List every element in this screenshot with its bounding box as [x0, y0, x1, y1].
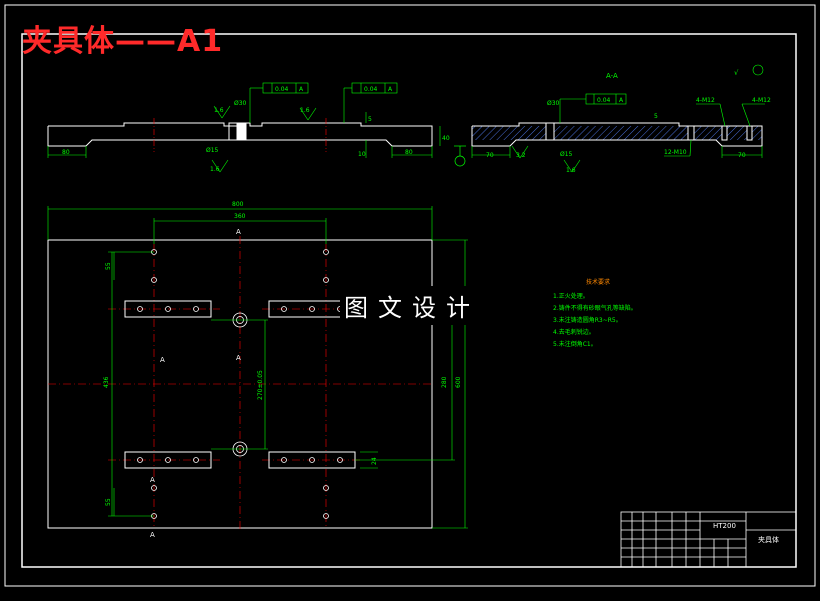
roughness-d: 3.2	[516, 152, 526, 159]
dim-bottom-offset: 55	[105, 498, 112, 506]
dim-section-left: 70	[486, 152, 494, 159]
title-block	[620, 511, 797, 568]
front-view	[47, 122, 433, 147]
roughness-a: 1.6	[214, 107, 224, 114]
dim-height-inner: 280	[441, 376, 448, 388]
note-item: 4.去毛刺锐边。	[553, 329, 595, 336]
svg-text:A: A	[150, 531, 155, 539]
dim-pin-dia: Ø15	[206, 147, 219, 154]
front-view-labels: 80 80 40 Ø30 1.6 1.6 1.6 Ø15 0.04 A 0.04…	[62, 86, 450, 173]
note-item: 3.未注铸造圆角R3~R5。	[553, 317, 622, 324]
title-block-material: HT200	[713, 522, 736, 530]
dim-section-pin: Ø15	[560, 151, 573, 158]
section-view	[471, 122, 763, 147]
dim-height-right: 600	[455, 376, 462, 388]
section-markers: A A A A A	[150, 228, 241, 539]
notes-header: 技术要求	[585, 279, 610, 286]
datum-b: A	[388, 86, 393, 93]
plan-labels: 800 360 600 280 436 270±0.05 55 55 24	[103, 201, 462, 506]
tol-c: 0.04	[597, 97, 611, 104]
plan-dims	[47, 206, 468, 529]
dim-small-10: 10	[358, 151, 366, 158]
dim-hole-dia: Ø30	[234, 100, 247, 107]
dim-section-5: 5	[654, 113, 658, 120]
svg-text:A: A	[150, 476, 155, 484]
svg-text:A: A	[236, 228, 241, 236]
tol-b: 0.04	[364, 86, 378, 93]
datum-c: A	[619, 97, 624, 104]
dim-right-step: 80	[405, 149, 413, 156]
note-item: 5.未注倒角C1。	[553, 341, 597, 348]
dim-pin-spacing: 270±0.05	[257, 370, 264, 400]
svg-text:A: A	[160, 356, 165, 364]
roughness-note: √	[734, 64, 764, 77]
tol-a: 0.04	[275, 86, 289, 93]
watermark: 图文设计	[340, 286, 484, 325]
inner-frame	[21, 33, 797, 568]
section-title: A-A	[606, 72, 618, 80]
section-labels: 70 70 Ø30 0.04 A 4-M12 4-M12 12-M10 Ø15 …	[486, 97, 771, 174]
dim-thickness: 40	[442, 135, 450, 142]
front-view-dims	[47, 82, 441, 173]
thread-left: 4-M12	[696, 97, 715, 104]
datum-symbol	[454, 145, 466, 167]
dim-slot-24: 24	[371, 457, 378, 465]
datum-a: A	[299, 86, 304, 93]
section-dims	[471, 93, 765, 173]
thread-bottom: 12-M10	[664, 149, 687, 156]
technical-notes: 技术要求 1.正火处理。 2.铸件不得有砂眼气孔等缺陷。 3.未注铸造圆角R3~…	[553, 277, 643, 351]
dim-overall-width: 800	[232, 201, 244, 208]
note-item: 2.铸件不得有砂眼气孔等缺陷。	[553, 305, 637, 312]
roughness-e: 1.6	[566, 167, 576, 174]
roughness-c: 1.6	[210, 166, 220, 173]
drawing-title: 夹具体——A1	[22, 24, 224, 59]
outer-frame	[4, 4, 816, 587]
dim-left-step: 80	[62, 149, 70, 156]
dim-small-5: 5	[368, 116, 372, 123]
dim-top-offset: 55	[105, 262, 112, 270]
svg-text:A: A	[236, 354, 241, 362]
dim-section-hole: Ø30	[547, 100, 560, 107]
title-block-name: 夹具体	[758, 536, 779, 544]
dim-section-right: 70	[738, 152, 746, 159]
thread-right: 4-M12	[752, 97, 771, 104]
dim-inner-width: 360	[234, 213, 246, 220]
note-item: 1.正火处理。	[553, 293, 589, 300]
roughness-b: 1.6	[300, 107, 310, 114]
roughness-note-mark: √	[734, 69, 739, 77]
dim-height-left: 436	[103, 376, 110, 388]
